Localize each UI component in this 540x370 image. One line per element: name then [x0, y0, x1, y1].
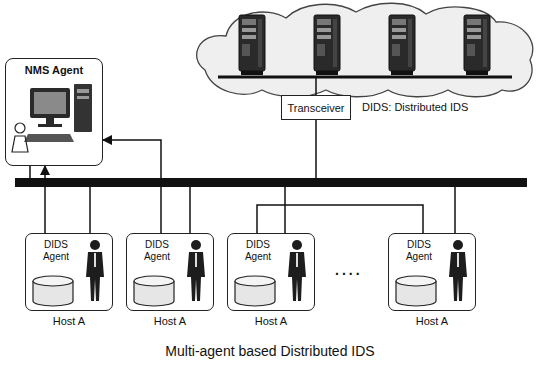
agent-title: DIDS Agent: [397, 239, 441, 263]
box-outline: Transceiver: [281, 95, 351, 120]
node-title: Transceiver: [287, 102, 344, 114]
box-outline: DIDS Agent: [388, 233, 476, 311]
box-outline: DIDS Agent: [25, 233, 113, 311]
host-agent-box: DIDS AgentHost A: [388, 233, 476, 327]
host-agent-box: DIDS AgentHost A: [126, 233, 214, 327]
box-outline: NMS Agent: [5, 58, 103, 166]
link-line: [103, 140, 161, 233]
host-name: Host A: [388, 315, 476, 327]
host-agent-box: DIDS AgentHost A: [227, 233, 315, 327]
ellipsis-mark: ....: [335, 262, 363, 278]
nms-agent-box: NMS Agent: [5, 58, 103, 166]
link-line: [257, 205, 423, 233]
agent-title: DIDS Agent: [34, 239, 78, 263]
box-outline: DIDS Agent: [126, 233, 214, 311]
figure-caption: Multi-agent based Distributed IDS: [0, 343, 540, 359]
host-agent-box: DIDS AgentHost A: [25, 233, 113, 327]
link-line: [44, 166, 46, 233]
node-title: NMS Agent: [6, 59, 102, 76]
host-name: Host A: [126, 315, 214, 327]
transceiver-box: Transceiver: [281, 95, 351, 120]
legend-note: DIDS: Distributed IDS: [362, 101, 468, 113]
host-name: Host A: [25, 315, 113, 327]
host-name: Host A: [227, 315, 315, 327]
agent-title: DIDS Agent: [135, 239, 179, 263]
box-outline: DIDS Agent: [227, 233, 315, 311]
agent-title: DIDS Agent: [236, 239, 280, 263]
